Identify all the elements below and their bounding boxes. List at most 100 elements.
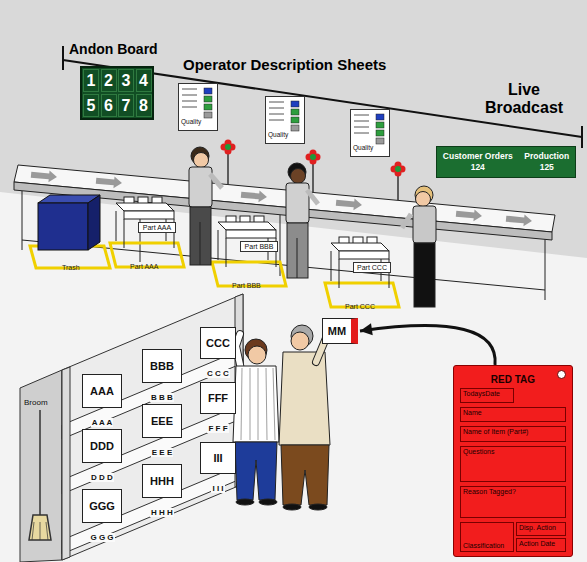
board-cell: 8 [136, 94, 152, 117]
storage-shelf [62, 294, 243, 560]
label-box: Operator Description Sheets [183, 56, 386, 74]
andon-light [227, 153, 229, 185]
tag-heading: RED TAG [454, 369, 572, 387]
section-heading: Live Broadcast [485, 81, 563, 116]
panel-column: Customer Orders124 [443, 151, 513, 173]
andon-light [225, 144, 231, 150]
storage-box: AAA [82, 374, 122, 408]
field-text: Name of Item (Part#) [463, 428, 528, 436]
broom [32, 522, 34, 540]
field-text: TodaysDate [463, 390, 500, 398]
conveyor [22, 240, 545, 290]
storage-shelf [62, 349, 243, 439]
floor-label: Part AAA [130, 263, 158, 270]
parts-cart [339, 251, 389, 259]
broom [40, 522, 41, 540]
label-box: H H H [140, 501, 184, 519]
parts-cart [226, 238, 227, 267]
board-cell: 6 [101, 94, 117, 117]
shelf-worker [266, 368, 267, 440]
shelf-label: B B B [150, 393, 174, 402]
parts-cart [339, 259, 340, 288]
parts-cart [218, 222, 276, 230]
storage-shelf [20, 370, 62, 562]
floor-label: Part CCC [345, 303, 375, 310]
parts-cart [116, 197, 389, 288]
label-box: Live Broadcast [478, 81, 570, 117]
conveyor-arrow [96, 175, 123, 189]
sheet-square [291, 117, 299, 123]
storage-box: CCC [200, 327, 236, 359]
line-operator [200, 222, 201, 265]
sheet-line [354, 133, 369, 134]
board-cell: 2 [101, 69, 117, 92]
box-text: III [213, 452, 222, 464]
line-operator [291, 169, 306, 184]
tagging-worker [309, 504, 327, 510]
shelf-worker [235, 442, 277, 500]
sheet-caption: Quality [353, 144, 373, 151]
sheet-square [376, 138, 384, 144]
shelf-label: E E E [151, 448, 173, 457]
sign-text: Part BBB [245, 242, 274, 251]
sheet-line [269, 120, 284, 121]
label-box: C C C [196, 362, 240, 380]
conveyor-arrow [456, 208, 483, 222]
line-operator [189, 147, 436, 307]
sheet-caption: Quality [181, 118, 201, 125]
section-heading: Operator Description Sheets [183, 56, 386, 73]
storage-box: EEE [142, 404, 182, 438]
line-operator [307, 190, 318, 204]
sheet-line [269, 114, 284, 115]
broom [39, 410, 41, 515]
label-box: Part AAA [130, 255, 158, 273]
conveyor-arrow [241, 189, 268, 203]
tag-field: TodaysDate [460, 388, 514, 403]
box-text: HHH [150, 475, 174, 487]
tagging-worker [283, 504, 301, 510]
label-box: Part BBB [232, 274, 261, 292]
label-box: A A A [80, 411, 124, 429]
sheet-line [182, 107, 197, 108]
trash-bin [38, 195, 100, 250]
line-operator [210, 174, 222, 188]
sheet-caption: Quality [268, 131, 288, 138]
panel-text: 124 [471, 162, 485, 173]
shelf-label: C C C [206, 369, 230, 378]
sign-text: Part AAA [143, 223, 171, 232]
tag-hole [557, 370, 566, 379]
tag-field: Disp. Action [516, 522, 566, 536]
conveyor [545, 239, 546, 300]
line-operator [413, 206, 436, 243]
shelf-label: F F F [207, 424, 228, 433]
field-text: Action Date [519, 540, 555, 548]
operator-sheet: Quality [265, 96, 305, 144]
header-rail [581, 126, 583, 148]
sheet-square [376, 122, 384, 128]
broom [46, 522, 48, 540]
label-box: Broom [24, 391, 48, 409]
field-text: Reason Tagged? [463, 488, 516, 496]
shelf-worker [259, 499, 277, 505]
conveyor-arrow [336, 197, 363, 211]
sheet-line [269, 108, 284, 109]
field-text: Name [463, 409, 482, 417]
sheet-caption: Quality [181, 110, 201, 128]
sheet-square [376, 114, 384, 120]
parts-cart [331, 251, 332, 281]
box-text: CCC [206, 337, 230, 349]
shelf-label: I I I [211, 484, 224, 493]
box-text: DDD [90, 440, 114, 452]
parts-cart [124, 211, 174, 219]
callout-number: 3 [122, 72, 131, 90]
label-box: E E E [140, 441, 184, 459]
cart-sign: Part AAA [138, 222, 176, 233]
board-cell: 1 [83, 69, 99, 92]
trash-bin [88, 195, 100, 250]
sheet-square [291, 101, 299, 107]
label-box: D D D [80, 466, 124, 484]
board-heading: Andon Board [69, 40, 158, 58]
board-cell: 4 [136, 69, 152, 92]
trash-bin [38, 203, 88, 250]
connector-arrow [360, 323, 495, 365]
